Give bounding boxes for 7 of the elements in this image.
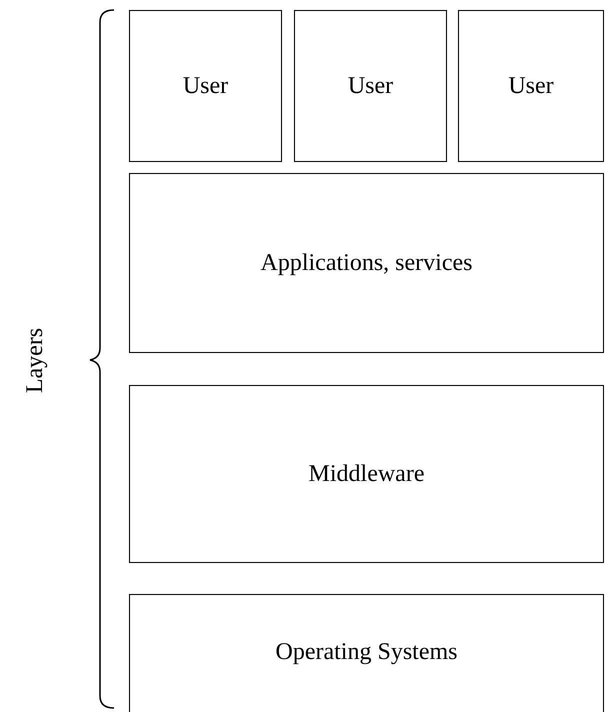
layer-box: Operating Systems bbox=[129, 594, 604, 712]
user-box: User bbox=[294, 10, 447, 162]
layer-box: Applications, services bbox=[129, 173, 604, 353]
user-box: User bbox=[129, 10, 282, 162]
user-box: User bbox=[458, 10, 604, 162]
layer-box: Middleware bbox=[129, 385, 604, 563]
side-label: Layers bbox=[22, 327, 49, 393]
